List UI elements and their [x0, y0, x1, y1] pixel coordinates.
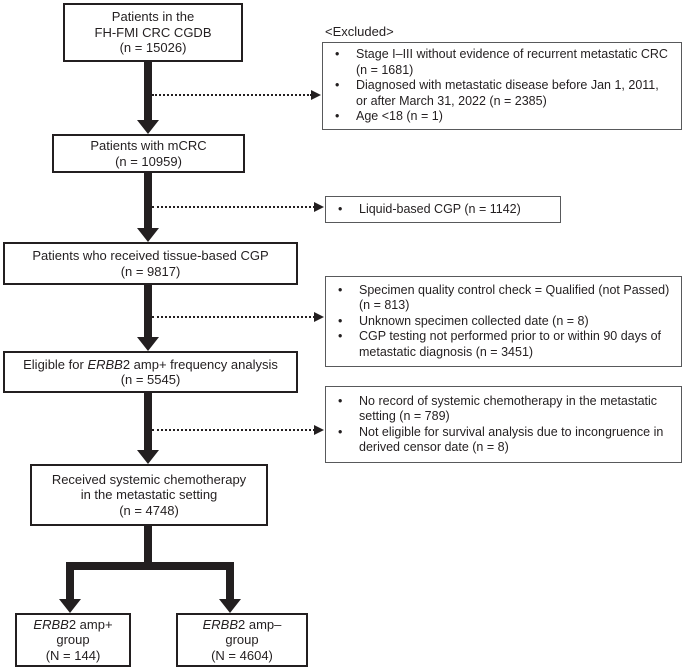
bullet-icon: •	[338, 282, 343, 297]
excluded-item: •Age <18 (n = 1)	[335, 109, 443, 124]
excluded-box-2: •Liquid-based CGP (n = 1142)	[325, 196, 561, 223]
box-text-line: (N = 144)	[45, 647, 101, 663]
flow-box-chemo: Received systemic chemotherapy in the me…	[30, 464, 268, 526]
arrow-down-icon	[59, 599, 81, 613]
arrow-down-stem	[144, 284, 152, 338]
excluded-list: •Specimen quality control check = Qualif…	[326, 283, 681, 361]
excluded-item: •Unknown specimen collected date (n = 8)	[338, 313, 589, 328]
branch-stem	[144, 525, 152, 570]
arrow-down-icon	[137, 228, 159, 242]
arrow-down-stem	[226, 562, 234, 600]
arrow-down-stem	[144, 61, 152, 121]
box-text-line: Eligible for ERBB2 amp+ frequency analys…	[23, 356, 278, 372]
box-text-line: (N = 4604)	[211, 647, 273, 663]
bullet-icon: •	[335, 78, 340, 93]
box-text-line: (n = 5545)	[120, 372, 181, 387]
excluded-item: •Diagnosed with metastatic disease befor…	[335, 78, 659, 108]
bullet-icon: •	[338, 329, 343, 344]
arrow-right-icon	[314, 312, 324, 322]
excluded-item: •Stage I–III without evidence of recurre…	[335, 47, 668, 77]
arrow-down-stem	[66, 562, 74, 600]
box-text-line: FH-FMI CRC CGDB	[94, 24, 212, 40]
excluded-list: •Liquid-based CGP (n = 1142)	[326, 202, 560, 218]
excluded-item: •Specimen quality control check = Qualif…	[338, 282, 670, 313]
dotted-line	[152, 316, 315, 318]
gene-symbol: ERBB	[87, 356, 123, 372]
excluded-item: •Not eligible for survival analysis due …	[338, 424, 664, 455]
arrow-right-icon	[314, 202, 324, 212]
excluded-box-4: •No record of systemic chemotherapy in t…	[325, 386, 682, 463]
box-text-line: Patients with mCRC	[90, 138, 207, 153]
box-text-line: group	[225, 632, 259, 648]
arrow-down-stem	[144, 172, 152, 229]
excluded-item: •No record of systemic chemotherapy in t…	[338, 393, 658, 424]
flow-box-amp-positive-group: ERBB2 amp+ group (N = 144)	[15, 613, 131, 667]
box-text-line: (n = 9817)	[120, 263, 181, 279]
branch-horizontal-bar	[66, 562, 234, 570]
bullet-icon: •	[335, 47, 340, 62]
bullet-icon: •	[338, 424, 343, 439]
arrow-right-icon	[314, 425, 324, 435]
arrow-down-icon	[137, 450, 159, 464]
box-text-line: ERBB2 amp+	[33, 616, 113, 632]
bullet-icon: •	[338, 201, 343, 216]
excluded-box-3: •Specimen quality control check = Qualif…	[325, 276, 682, 367]
box-text-line: (n = 15026)	[119, 40, 187, 56]
bullet-icon: •	[338, 393, 343, 408]
arrow-down-stem	[144, 392, 152, 451]
dotted-line	[152, 206, 315, 208]
box-text-line: group	[56, 632, 90, 648]
arrow-down-icon	[137, 337, 159, 351]
arrow-down-icon	[219, 599, 241, 613]
excluded-item: •Liquid-based CGP (n = 1142)	[338, 201, 521, 216]
excluded-list: •Stage I–III without evidence of recurre…	[323, 47, 681, 125]
arrow-right-icon	[311, 90, 321, 100]
excluded-list: •No record of systemic chemotherapy in t…	[326, 394, 681, 456]
box-text-line: (n = 4748)	[119, 502, 179, 518]
dotted-line	[152, 94, 312, 96]
flow-box-amp-negative-group: ERBB2 amp– group (N = 4604)	[176, 613, 308, 667]
bullet-icon: •	[338, 313, 343, 328]
flow-box-tissue-cgp: Patients who received tissue-based CGP (…	[3, 242, 298, 285]
flow-box-eligible-frequency: Eligible for ERBB2 amp+ frequency analys…	[3, 351, 298, 393]
excluded-box-1: •Stage I–III without evidence of recurre…	[322, 42, 682, 130]
box-text-line: Patients who received tissue-based CGP	[32, 248, 269, 263]
box-text-line: Received systemic chemotherapy	[51, 471, 247, 487]
dotted-line	[152, 429, 315, 431]
gene-symbol: ERBB	[33, 616, 69, 632]
arrow-down-icon	[137, 120, 159, 134]
flow-box-mcrc: Patients with mCRC (n = 10959)	[52, 134, 245, 173]
excluded-label: <Excluded>	[325, 24, 394, 39]
bullet-icon: •	[335, 109, 340, 124]
excluded-item: •CGP testing not performed prior to or w…	[338, 329, 662, 359]
box-text-line: (n = 10959)	[115, 153, 182, 169]
box-text-line: in the metastatic setting	[80, 487, 218, 503]
box-text-line: ERBB2 amp–	[202, 616, 282, 632]
gene-symbol: ERBB	[202, 616, 239, 632]
flow-box-cohort: Patients in the FH-FMI CRC CGDB (n = 150…	[63, 3, 243, 62]
box-text-line: Patients in the	[111, 9, 195, 25]
